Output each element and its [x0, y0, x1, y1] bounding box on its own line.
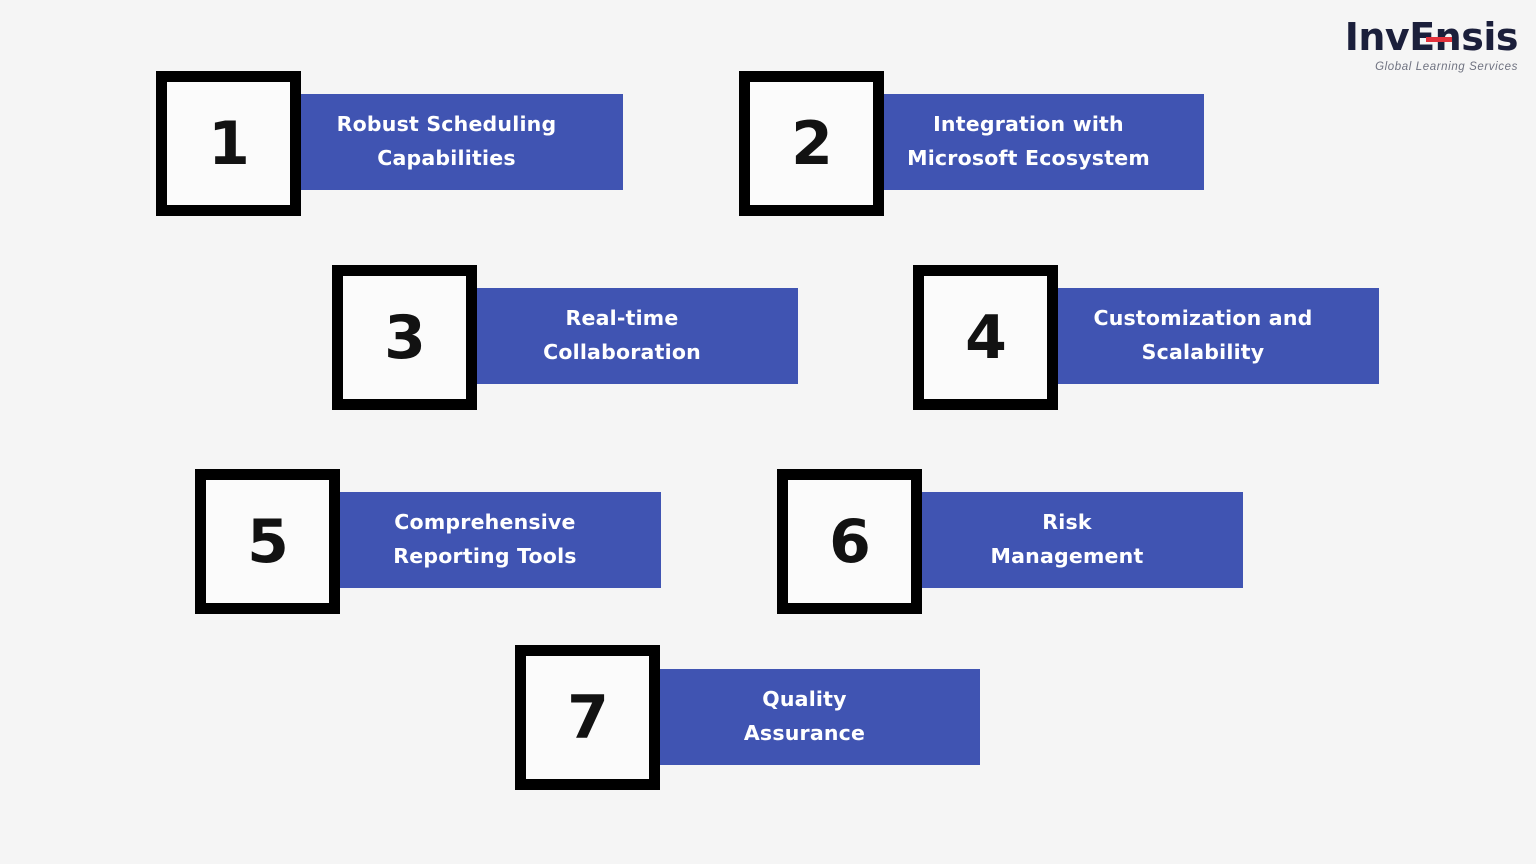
logo-wordmark: InvEnsis: [1308, 15, 1519, 59]
feature-number-6: 6: [829, 506, 871, 577]
feature-bar-3: Real-time Collaboration: [446, 288, 798, 384]
feature-number-7: 7: [567, 682, 609, 753]
feature-number-3: 3: [384, 302, 426, 373]
feature-bar-7: Quality Assurance: [629, 669, 980, 765]
feature-number-box-1: 1: [156, 71, 301, 216]
logo-accent-bar-icon: [1426, 37, 1452, 42]
feature-label-3: Real-time Collaboration: [543, 306, 701, 364]
feature-number-box-3: 3: [332, 265, 477, 410]
feature-bar-2: Integration with Microsoft Ecosystem: [853, 94, 1204, 190]
logo-tagline: Global Learning Services: [1375, 61, 1518, 73]
feature-number-box-4: 4: [913, 265, 1058, 410]
feature-bar-6: Risk Management: [891, 492, 1243, 588]
feature-label-7: Quality Assurance: [743, 687, 866, 745]
feature-number-1: 1: [208, 108, 250, 179]
feature-number-2: 2: [791, 108, 833, 179]
invensis-logo: InvEnsis Global Learning Services: [1308, 15, 1519, 74]
feature-number-5: 5: [247, 506, 289, 577]
feature-label-6: Risk Management: [990, 510, 1144, 568]
feature-label-1: Robust Scheduling Capabilities: [336, 112, 557, 170]
feature-number-box-5: 5: [195, 469, 340, 614]
feature-label-4: Customization and Scalability: [1093, 306, 1313, 364]
feature-number-box-2: 2: [739, 71, 884, 216]
feature-number-4: 4: [965, 302, 1007, 373]
feature-bar-5: Comprehensive Reporting Tools: [309, 492, 661, 588]
feature-number-box-6: 6: [777, 469, 922, 614]
feature-number-box-7: 7: [515, 645, 660, 790]
feature-label-2: Integration with Microsoft Ecosystem: [907, 112, 1150, 170]
feature-bar-4: Customization and Scalability: [1027, 288, 1379, 384]
feature-label-5: Comprehensive Reporting Tools: [393, 510, 577, 568]
logo-wordmark-part-1: Inv: [1344, 15, 1410, 59]
feature-bar-1: Robust Scheduling Capabilities: [270, 94, 623, 190]
